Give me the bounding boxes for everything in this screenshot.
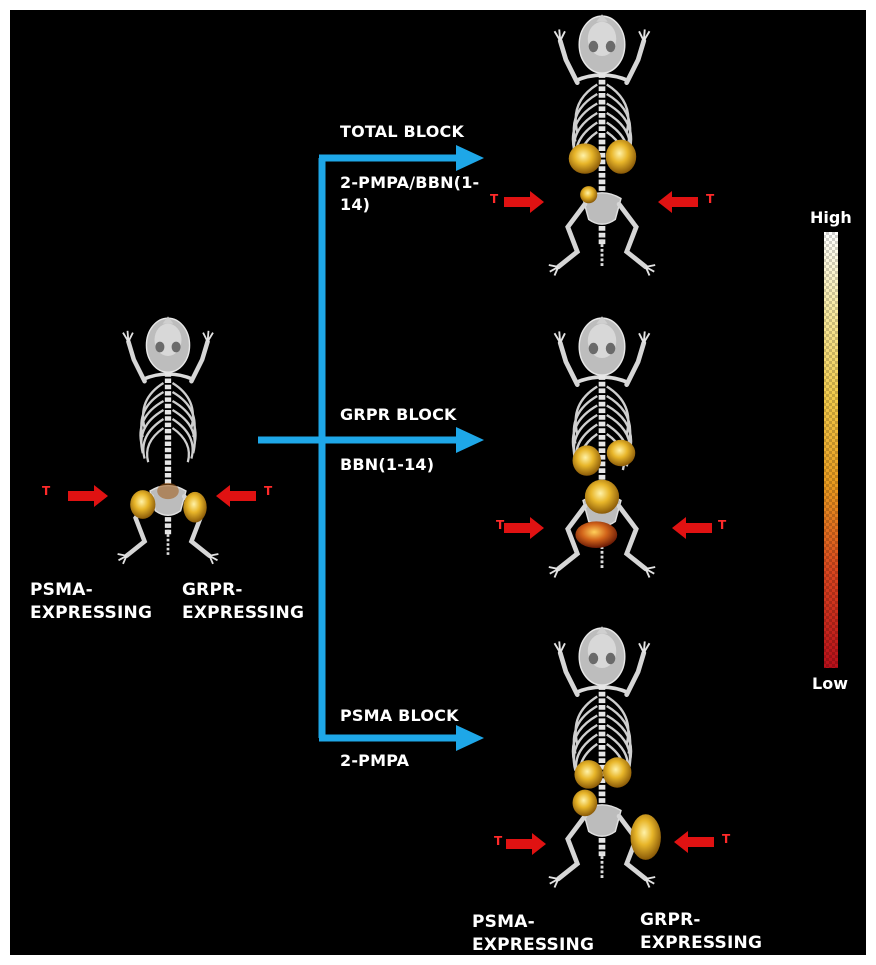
mouse-grpr-block xyxy=(549,316,655,577)
branch-agent-psma-block: 2-PMPA xyxy=(340,750,409,772)
color-scale-high-label: High xyxy=(810,208,852,227)
flow-arrowhead-psma xyxy=(456,725,484,751)
tumor-marker: T xyxy=(494,834,502,848)
tumor-arrow-total-grpr xyxy=(658,191,698,213)
label-grpr-expressing-bottom: GRPR- EXPRESSING xyxy=(640,909,762,955)
tumor-arrow-grpr-psma xyxy=(504,517,544,539)
mouse-total-block xyxy=(549,14,655,275)
label-psma-expressing: PSMA- EXPRESSING xyxy=(30,579,152,625)
branch-title-total-block: TOTAL BLOCK xyxy=(340,121,464,143)
diagram-graphics xyxy=(10,10,866,955)
tumor-marker: T xyxy=(722,832,730,846)
label-psma-expressing-bottom: PSMA- EXPRESSING xyxy=(472,911,594,955)
color-scale-low-label: Low xyxy=(812,674,848,693)
tumor-arrow-grpr-grpr xyxy=(672,517,712,539)
tumor-marker: T xyxy=(490,192,498,206)
tumor-marker: T xyxy=(42,484,50,498)
flow-arrowhead-total xyxy=(456,145,484,171)
branch-title-grpr-block: GRPR BLOCK xyxy=(340,404,457,426)
mouse-psma-block xyxy=(549,626,661,887)
label-grpr-expressing: GRPR- EXPRESSING xyxy=(182,579,304,625)
tumor-marker: T xyxy=(264,484,272,498)
flow-arrows xyxy=(258,158,458,738)
tumor-marker: T xyxy=(718,518,726,532)
branch-agent-total-block: 2-PMPA/BBN(1- 14) xyxy=(340,172,479,216)
color-scale-bar xyxy=(824,232,838,668)
tumor-arrow-psma-psma xyxy=(506,833,546,855)
tumor-arrow-left-grpr xyxy=(216,485,256,507)
tumor-arrow-total-psma xyxy=(504,191,544,213)
branch-agent-grpr-block: BBN(1-14) xyxy=(340,454,434,476)
figure-panel: T T PSMA- EXPRESSING GRPR- EXPRESSING TO… xyxy=(10,10,866,955)
tumor-marker: T xyxy=(706,192,714,206)
tumor-arrow-psma-grpr xyxy=(674,831,714,853)
tumor-marker: T xyxy=(496,518,504,532)
tumor-arrow-left-psma xyxy=(68,485,108,507)
flow-arrowhead-grpr xyxy=(456,427,484,453)
mouse-unblocked xyxy=(118,316,219,564)
branch-title-psma-block: PSMA BLOCK xyxy=(340,705,459,727)
